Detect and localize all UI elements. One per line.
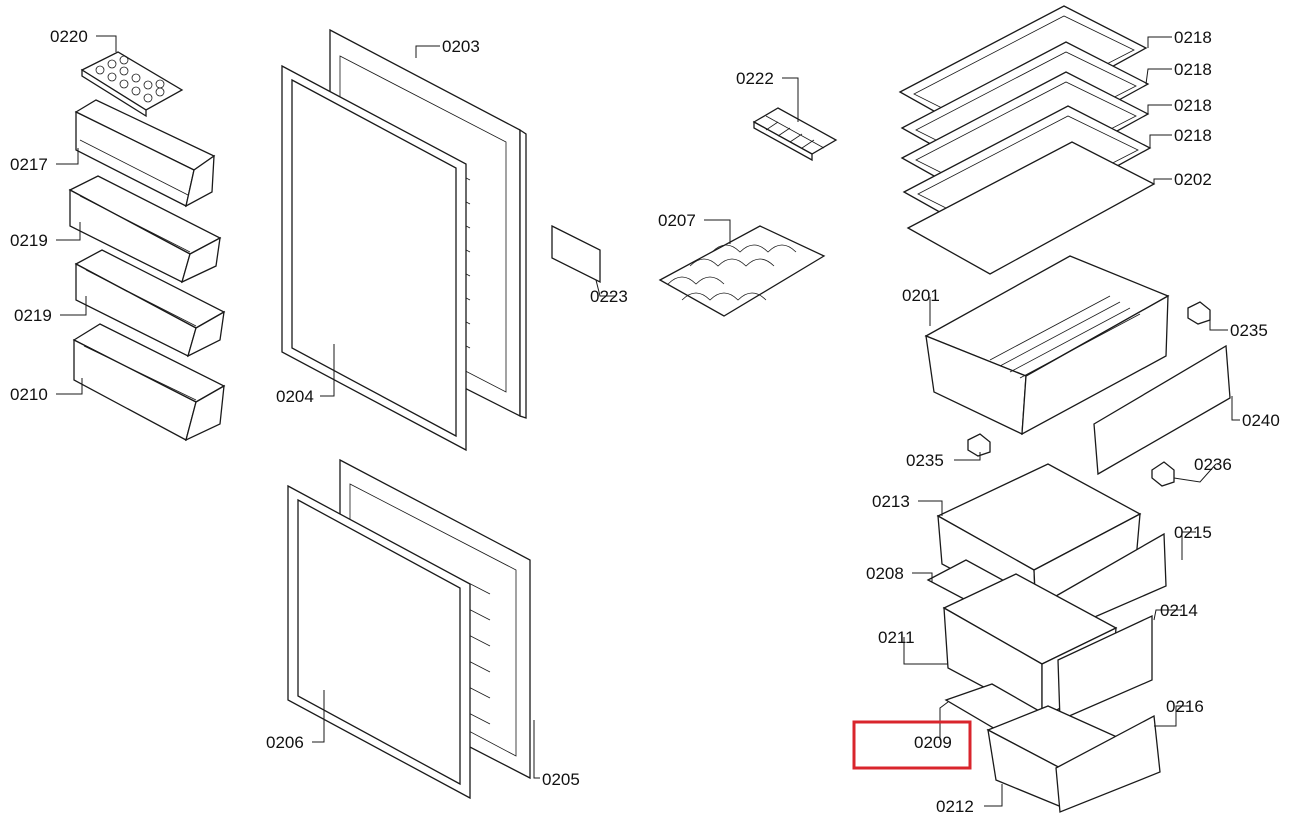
label-0209: 0209 (914, 733, 952, 752)
label-0219-upper: 0219 (10, 231, 48, 250)
label-0219-lower: 0219 (14, 306, 52, 325)
highlight-box-0209 (852, 720, 972, 770)
label-0202: 0202 (1174, 170, 1212, 189)
door-shelf-covered-0217 (74, 99, 216, 208)
drawer-front-0216 (1055, 714, 1161, 813)
label-0210: 0210 (10, 385, 48, 404)
label-0220: 0220 (50, 27, 88, 46)
label-0205: 0205 (542, 770, 580, 789)
door-shelf-0219-lower (74, 249, 226, 358)
label-0223: 0223 (590, 287, 628, 306)
label-0218-3: 0218 (1174, 96, 1212, 115)
label-0201: 0201 (902, 286, 940, 305)
label-0216: 0216 (1166, 697, 1204, 716)
label-0236: 0236 (1194, 455, 1232, 474)
crisper-front-0240 (1093, 344, 1231, 476)
door-gasket-0206 (287, 484, 471, 800)
label-0207: 0207 (658, 211, 696, 230)
label-0218-1: 0218 (1174, 28, 1212, 47)
door-shelf-0210 (72, 323, 226, 442)
door-shelf-0219-upper (68, 175, 222, 284)
wine-rack-0207 (658, 225, 826, 317)
clip-0235-upper (1187, 301, 1211, 325)
callout-labels: 0220 0217 0219 0219 0210 0203 0204 0206 … (10, 27, 1280, 816)
label-0212: 0212 (936, 797, 974, 816)
label-0218-2: 0218 (1174, 60, 1212, 79)
label-0204: 0204 (276, 387, 314, 406)
ice-cube-tray-0222 (752, 107, 838, 162)
label-0214: 0214 (1160, 601, 1198, 620)
label-card-0223 (551, 224, 601, 284)
label-0215: 0215 (1174, 523, 1212, 542)
door-gasket-0204 (281, 64, 467, 452)
label-0240: 0240 (1242, 411, 1280, 430)
label-0222: 0222 (736, 69, 774, 88)
clip-0236 (1151, 461, 1175, 487)
label-0235-upper: 0235 (1230, 321, 1268, 340)
label-0235-lower: 0235 (906, 451, 944, 470)
label-0217: 0217 (10, 155, 48, 174)
clip-0235-lower (967, 433, 991, 457)
crisper-drawer-0201 (924, 255, 1170, 436)
label-0213: 0213 (872, 492, 910, 511)
egg-tray-0220 (80, 51, 184, 118)
drawer-front-0214 (1057, 614, 1153, 721)
label-0211: 0211 (878, 628, 915, 647)
label-0206: 0206 (266, 733, 304, 752)
leader-lines (56, 35, 1240, 807)
label-0203: 0203 (442, 37, 480, 56)
label-0208: 0208 (866, 564, 904, 583)
label-0218-4: 0218 (1174, 126, 1212, 145)
